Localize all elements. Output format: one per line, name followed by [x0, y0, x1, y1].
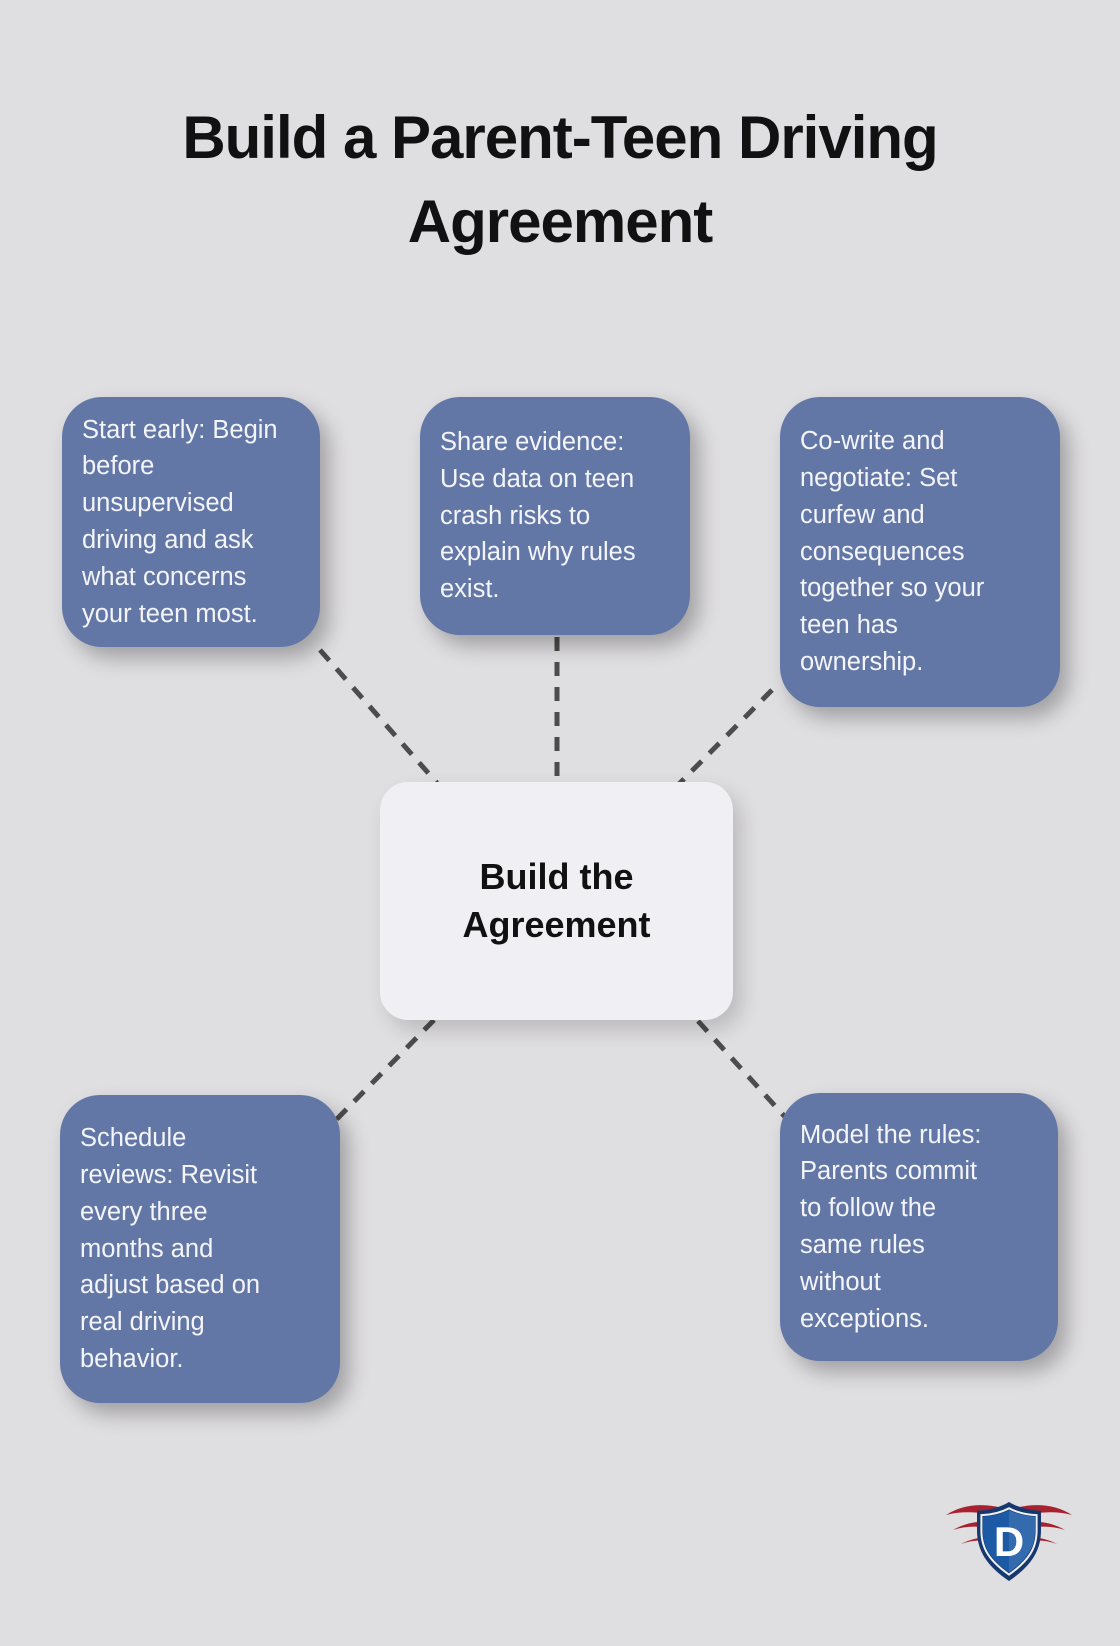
brand-logo: D — [946, 1502, 1072, 1581]
card-share-evidence: Share evidence: Use data on teen crash r… — [420, 397, 690, 635]
card-start-early: Start early: Begin before unsupervised d… — [62, 397, 320, 647]
center-node: Build the Agreement — [380, 782, 733, 1020]
shield-icon — [977, 1502, 1041, 1581]
connector-model-rules — [696, 1019, 788, 1120]
card-schedule-reviews-text: Schedule reviews: Revisit every three mo… — [80, 1124, 261, 1373]
card-share-evidence-text: Share evidence: Use data on teen crash r… — [440, 428, 636, 604]
card-schedule-reviews: Schedule reviews: Revisit every three mo… — [60, 1095, 340, 1403]
card-start-early-text: Start early: Begin before unsupervised d… — [82, 415, 278, 628]
connector-co-write — [675, 688, 774, 788]
connector-schedule-reviews — [330, 1018, 436, 1126]
center-node-label: Build the Agreement — [462, 856, 651, 945]
logo-letter: D — [994, 1518, 1024, 1565]
card-co-write-negotiate-text: Co-write and negotiate: Set curfew and c… — [800, 427, 985, 676]
page-title: Build a Parent-Teen Driving Agreement — [182, 104, 938, 255]
card-model-the-rules-text: Model the rules: Parents commit to follo… — [800, 1120, 982, 1333]
connector-start-early — [318, 648, 439, 785]
card-model-the-rules: Model the rules: Parents commit to follo… — [780, 1093, 1058, 1361]
card-co-write-negotiate: Co-write and negotiate: Set curfew and c… — [780, 397, 1060, 707]
